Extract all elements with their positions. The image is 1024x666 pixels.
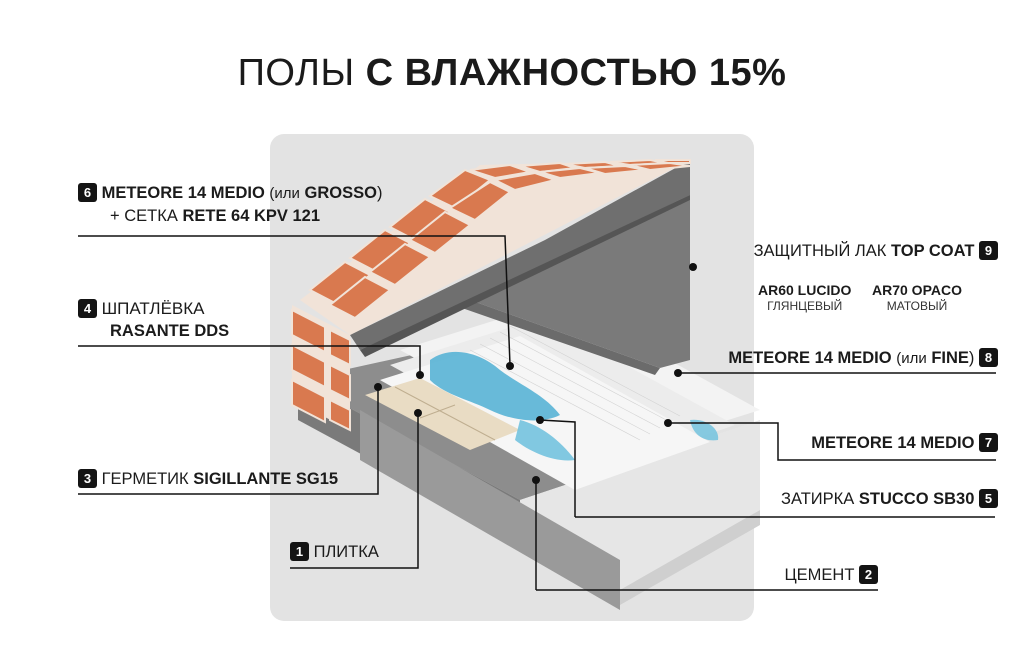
- dot-1: [414, 409, 422, 417]
- label-4-line1: ШПАТЛЁВКА: [101, 299, 205, 318]
- tile-joint-2: [419, 404, 456, 419]
- topcoat-layer: [470, 195, 690, 368]
- tile-joint-1: [394, 386, 496, 441]
- label-9-bold: TOP COAT: [890, 242, 975, 260]
- mesh-pattern: [469, 325, 681, 441]
- badge-7: 7: [979, 433, 998, 452]
- leader-5b: [539, 419, 576, 517]
- wall-top: [350, 160, 690, 350]
- finish-1: AR60 LUCIDO ГЛЯНЦЕВЫЙ: [758, 282, 851, 313]
- badge-4: 4: [78, 299, 97, 318]
- base-slab-left-face: [360, 410, 620, 610]
- label-4-line2: RASANTE DDS: [110, 322, 230, 340]
- badge-3: 3: [78, 469, 97, 488]
- badge-2: 2: [859, 565, 878, 584]
- label-9-prefix: ЗАЩИТНЫЙ ЛАК: [753, 242, 887, 260]
- label-6-mid: (или: [269, 185, 300, 202]
- leader-3: [78, 388, 379, 495]
- brick-wall: [291, 158, 691, 432]
- label-6-line2-bold: RETE 64 KPV 121: [182, 207, 321, 225]
- topcoat-edge: [462, 300, 660, 375]
- label-3-bold: SIGILLANTE SG15: [193, 470, 339, 488]
- dot-4: [416, 371, 424, 379]
- dot-7: [664, 419, 672, 427]
- label-4-line2-wrap: RASANTE DDS: [110, 320, 229, 342]
- dot-6: [506, 362, 514, 370]
- leader-7: [668, 422, 996, 461]
- finish-1-name: AR60 LUCIDO: [758, 282, 852, 298]
- label-5-bold: STUCCO SB30: [858, 490, 975, 508]
- dot-9: [689, 263, 697, 271]
- label-3: 3 ГЕРМЕТИК SIGILLANTE SG15: [78, 468, 338, 490]
- dot-8: [674, 369, 682, 377]
- page-title: ПОЛЫ С ВЛАЖНОСТЬЮ 15%: [0, 52, 1024, 95]
- label-7-bold: METEORE 14 MEDIO: [811, 434, 975, 452]
- cement-slab-front-shade: [620, 510, 760, 605]
- label-2-text: ЦЕМЕНТ: [784, 566, 855, 584]
- title-bold: С ВЛАЖНОСТЬЮ 15%: [365, 52, 787, 94]
- label-6-line2-prefix: + СЕТКА: [110, 207, 178, 225]
- badge-1: 1: [290, 542, 309, 561]
- label-3-prefix: ГЕРМЕТИК: [101, 470, 189, 488]
- label-5-prefix: ЗАТИРКА: [781, 490, 855, 508]
- label-6: 6 METEORE 14 MEDIO (или GROSSO): [78, 182, 382, 205]
- label-6-line2: + СЕТКА RETE 64 KPV 121: [110, 205, 320, 227]
- badge-8: 8: [979, 348, 998, 367]
- label-4: 4 ШПАТЛЁВКА: [78, 298, 205, 320]
- label-1-text: ПЛИТКА: [313, 543, 379, 561]
- finish-2-name: AR70 OPACO: [872, 282, 962, 298]
- title-light: ПОЛЫ: [237, 52, 355, 94]
- label-9: ЗАЩИТНЫЙ ЛАК TOP COAT 9: [754, 240, 998, 262]
- label-1: 1 ПЛИТКА: [290, 541, 379, 563]
- label-2: ЦЕМЕНТ 2: [784, 564, 878, 586]
- label-8-bold2: FINE: [931, 349, 969, 367]
- wall-inner-face: [360, 195, 690, 357]
- blue-waterproof-patch-3: [690, 419, 719, 441]
- finish-2: AR70 OPACO МАТОВЫЙ: [872, 282, 962, 313]
- finish-1-desc: ГЛЯНЦЕВЫЙ: [767, 299, 843, 313]
- leader-1: [290, 413, 419, 569]
- badge-5: 5: [979, 489, 998, 508]
- leader-4: [78, 345, 421, 374]
- label-5: ЗАТИРКА STUCCO SB30 5: [781, 488, 998, 510]
- label-8-mid: (или: [896, 350, 927, 367]
- label-6-bold1: METEORE 14 MEDIO: [101, 184, 265, 202]
- leader-lines: [78, 235, 996, 591]
- label-6-end: ): [376, 184, 383, 202]
- tile-area: [365, 378, 520, 450]
- dot-5: [536, 416, 544, 424]
- leader-dots: [374, 263, 697, 484]
- dot-3: [374, 383, 382, 391]
- label-6-bold2: GROSSO: [304, 184, 377, 202]
- label-7: METEORE 14 MEDIO 7: [811, 432, 998, 454]
- label-8-end: ): [968, 349, 975, 367]
- blue-waterproof-patch-1: [430, 351, 560, 421]
- badge-9: 9: [979, 241, 998, 260]
- blue-waterproof-patch-2: [515, 420, 575, 461]
- label-8-bold1: METEORE 14 MEDIO: [728, 349, 892, 367]
- leader-6: [78, 235, 511, 366]
- badge-6: 6: [78, 183, 97, 202]
- label-8: METEORE 14 MEDIO (или FINE) 8: [728, 347, 998, 370]
- finish-2-desc: МАТОВЫЙ: [886, 299, 948, 313]
- dot-2: [532, 476, 540, 484]
